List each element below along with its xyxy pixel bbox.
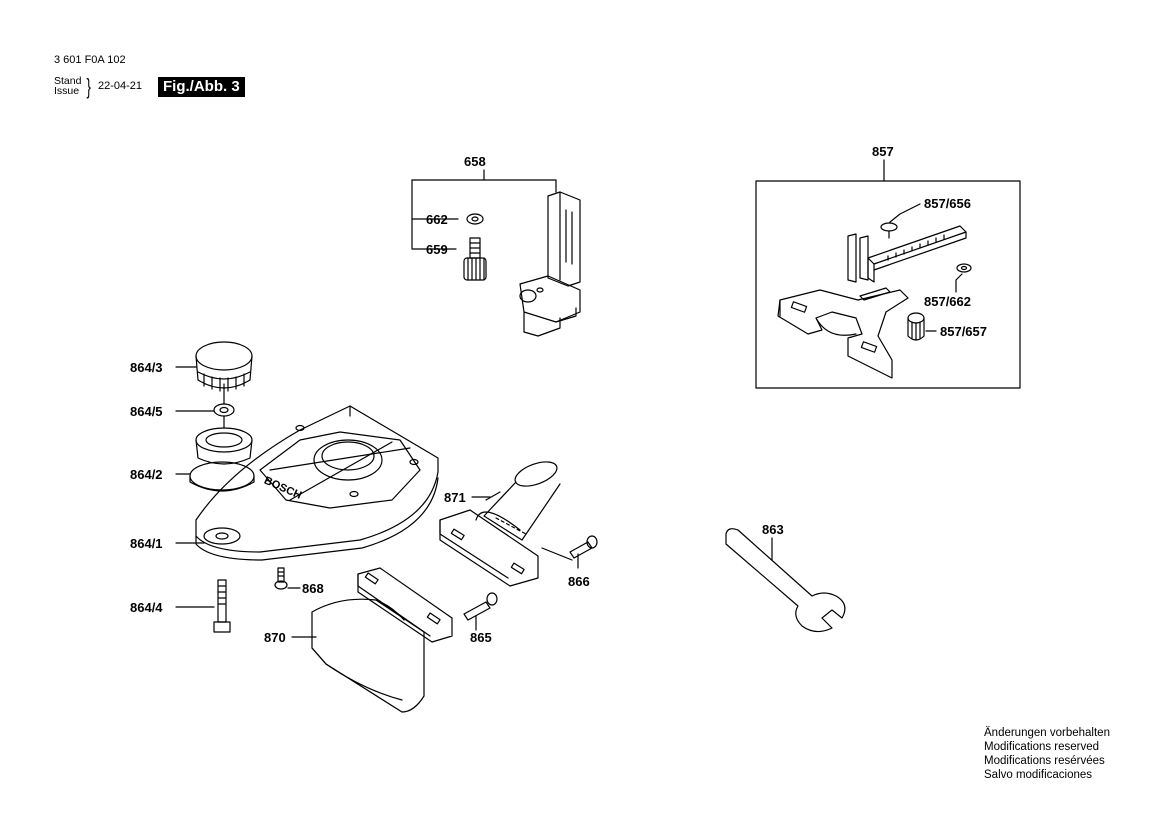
knob-857-656-shape <box>880 222 898 232</box>
bolt-864-4-shape <box>213 579 231 633</box>
label-857-657: 857/657 <box>940 324 987 339</box>
adapter-871-shape <box>439 461 573 587</box>
label-865: 865 <box>470 630 492 645</box>
label-864-1: 864/1 <box>130 536 163 551</box>
figure-label: Fig./Abb. 3 <box>158 77 245 97</box>
label-864-2: 864/2 <box>130 467 163 482</box>
label-864-3: 864/3 <box>130 360 163 375</box>
label-871: 871 <box>444 490 466 505</box>
washer-857-662-shape <box>956 263 972 273</box>
note-es: Salvo modificaciones <box>984 769 1093 781</box>
issue-label: Issue <box>54 85 80 97</box>
ring-knob-864-2-shape <box>189 427 255 492</box>
modification-notes: Änderungen vorbehalten Modifications res… <box>984 726 1110 782</box>
nut-864-5-shape <box>213 403 235 417</box>
stand-issue-label: Stand Issue <box>54 75 82 97</box>
note-de: Änderungen vorbehalten <box>984 727 1110 739</box>
note-fr: Modifications resérvées <box>984 755 1105 767</box>
stand-label: Stand <box>54 75 82 87</box>
screw-865-shape <box>463 592 498 631</box>
label-870: 870 <box>264 630 286 645</box>
label-857-662: 857/662 <box>924 294 971 309</box>
screw-866-shape <box>569 535 598 569</box>
label-662: 662 <box>426 212 448 227</box>
label-864-5: 864/5 <box>130 404 163 419</box>
base-plate-brand-text: BOSCH <box>262 475 303 502</box>
label-658: 658 <box>464 154 486 169</box>
wrench-863-shape <box>725 528 846 633</box>
label-863: 863 <box>762 522 784 537</box>
label-868: 868 <box>302 581 324 596</box>
washer-662-shape <box>466 213 484 225</box>
label-857: 857 <box>872 144 894 159</box>
guide-bracket-658-shape <box>519 191 581 337</box>
label-866: 866 <box>568 574 590 589</box>
assembly-658 <box>411 169 581 337</box>
label-659: 659 <box>426 242 448 257</box>
screw-868-shape <box>274 567 288 590</box>
knob-857-657-shape <box>907 312 925 341</box>
brace-glyph: } <box>86 74 91 99</box>
note-en: Modifications reserved <box>984 741 1100 753</box>
label-864-4: 864/4 <box>130 600 163 615</box>
assembly-857 <box>755 159 1021 389</box>
thumb-screw-659-shape <box>463 237 487 281</box>
issue-date: 22-04-21 <box>98 80 143 92</box>
chip-guard-870-shape <box>311 567 453 713</box>
document-number: 3 601 F0A 102 <box>54 54 126 66</box>
label-857-656: 857/656 <box>924 196 971 211</box>
